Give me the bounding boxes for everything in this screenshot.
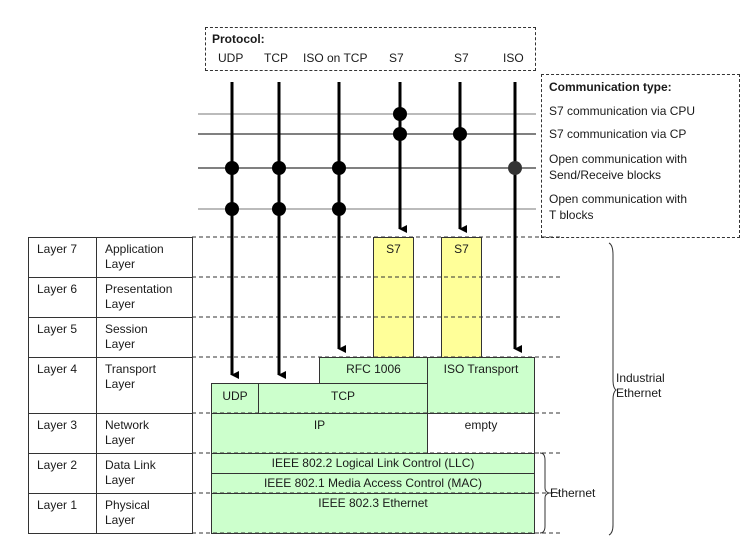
dot-s7cp-cp bbox=[453, 127, 467, 141]
s7-block-cpu: S7 bbox=[373, 237, 414, 358]
protocol-label-udp: UDP bbox=[218, 51, 244, 65]
llc-block: IEEE 802.2 Logical Link Control (LLC) bbox=[211, 453, 535, 474]
layer-number: Layer 7 bbox=[29, 238, 97, 277]
communication-type-title: Communication type: bbox=[549, 80, 672, 94]
layer-name-line: Physical bbox=[105, 498, 150, 512]
dot-udp-send-receive bbox=[225, 161, 239, 175]
dot-isoontcp-t-blocks bbox=[332, 202, 346, 216]
layer-number: Layer 3 bbox=[29, 414, 97, 453]
dot-s7cpu-cpu bbox=[393, 107, 407, 121]
layer-name-line: Layer bbox=[105, 433, 136, 447]
layer-name-line: Layer bbox=[105, 257, 136, 271]
dot-iso-send-receive bbox=[508, 161, 522, 175]
comm-type-send-receive-line2: Send/Receive blocks bbox=[549, 168, 662, 182]
dot-udp-t-blocks bbox=[225, 202, 239, 216]
protocol-label-tcp: TCP bbox=[264, 51, 288, 65]
protocol-label-iso: ISO bbox=[503, 51, 524, 65]
industrial-ethernet-brace bbox=[608, 242, 617, 536]
dot-s7cpu-cp bbox=[393, 127, 407, 141]
protocol-label-iso-on-tcp: ISO on TCP bbox=[303, 51, 368, 65]
ip-block: IP bbox=[211, 413, 428, 454]
comm-type-send-receive-line1: Open communication with bbox=[549, 152, 688, 166]
comm-type-t-blocks-line1: Open communication with bbox=[549, 192, 688, 206]
ethernet-label: Ethernet bbox=[550, 486, 596, 500]
protocol-box bbox=[205, 27, 536, 71]
layer-number: Layer 6 bbox=[29, 278, 97, 317]
dot-isoontcp-send-receive bbox=[332, 161, 346, 175]
layer-name-line: Session bbox=[105, 322, 148, 336]
protocol-title: Protocol: bbox=[212, 32, 265, 46]
ethernet-brace bbox=[539, 452, 550, 534]
s7-block-cp: S7 bbox=[441, 237, 482, 358]
mac-block: IEEE 802.1 Media Access Control (MAC) bbox=[211, 473, 535, 494]
industrial-ethernet-label-line2: Ethernet bbox=[616, 386, 662, 400]
layer-number: Layer 4 bbox=[29, 358, 97, 413]
layer-name-line: Layer bbox=[105, 337, 136, 351]
protocol-label-s7-cp: S7 bbox=[454, 51, 469, 65]
layer-number: Layer 1 bbox=[29, 494, 97, 533]
dot-tcp-t-blocks bbox=[272, 202, 286, 216]
layer-name-line: Presentation bbox=[105, 282, 173, 296]
layer-name-line: Layer bbox=[105, 377, 136, 391]
rfc1006-block: RFC 1006 bbox=[319, 357, 428, 384]
empty-block: empty bbox=[427, 413, 535, 454]
protocol-label-s7-cpu: S7 bbox=[389, 51, 404, 65]
layer-name-line: Transport bbox=[105, 362, 156, 376]
comm-type-s7-cpu: S7 communication via CPU bbox=[549, 104, 696, 118]
ethernet-phy-block: IEEE 802.3 Ethernet bbox=[211, 493, 535, 534]
iso-transport-block: ISO Transport bbox=[427, 357, 535, 414]
dot-tcp-send-receive bbox=[272, 161, 286, 175]
layer-name-line: Layer bbox=[105, 297, 136, 311]
communication-type-box bbox=[541, 74, 740, 238]
layer-name-line: Layer bbox=[105, 473, 136, 487]
layer-name-line: Network bbox=[105, 418, 150, 432]
industrial-ethernet-label-line1: Industrial bbox=[616, 371, 665, 385]
layer-name-line: Layer bbox=[105, 513, 136, 527]
layer-name-line: Data Link bbox=[105, 458, 156, 472]
layer-number: Layer 5 bbox=[29, 318, 97, 357]
comm-type-s7-cp: S7 communication via CP bbox=[549, 127, 687, 141]
layer-name-line: Application bbox=[105, 242, 164, 256]
comm-type-t-blocks-line2: T blocks bbox=[549, 208, 594, 222]
layer-number: Layer 2 bbox=[29, 454, 97, 493]
